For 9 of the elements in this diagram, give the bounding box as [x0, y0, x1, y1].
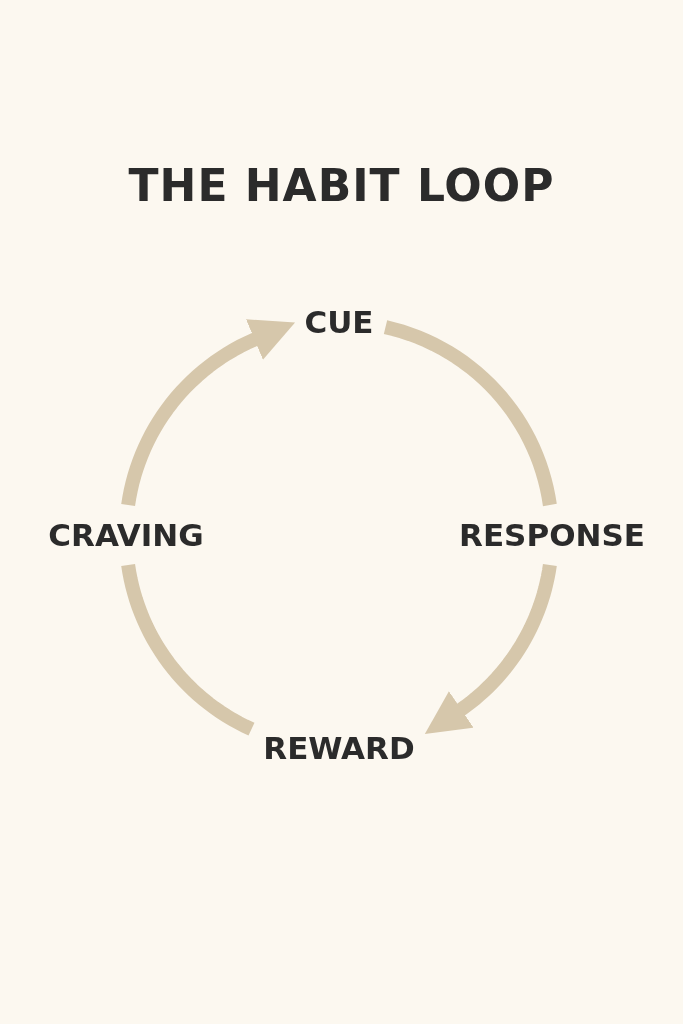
arrow [424, 563, 557, 735]
connector-arc [121, 563, 255, 736]
stage-label: REWARD [263, 730, 415, 766]
arrow [121, 319, 296, 507]
stage-label: RESPONSE [459, 517, 645, 553]
stage-label: CUE [304, 304, 374, 340]
connector-arc [383, 320, 557, 507]
title: THE HABIT LOOP [127, 160, 556, 211]
stage-label: CRAVING [48, 517, 204, 553]
